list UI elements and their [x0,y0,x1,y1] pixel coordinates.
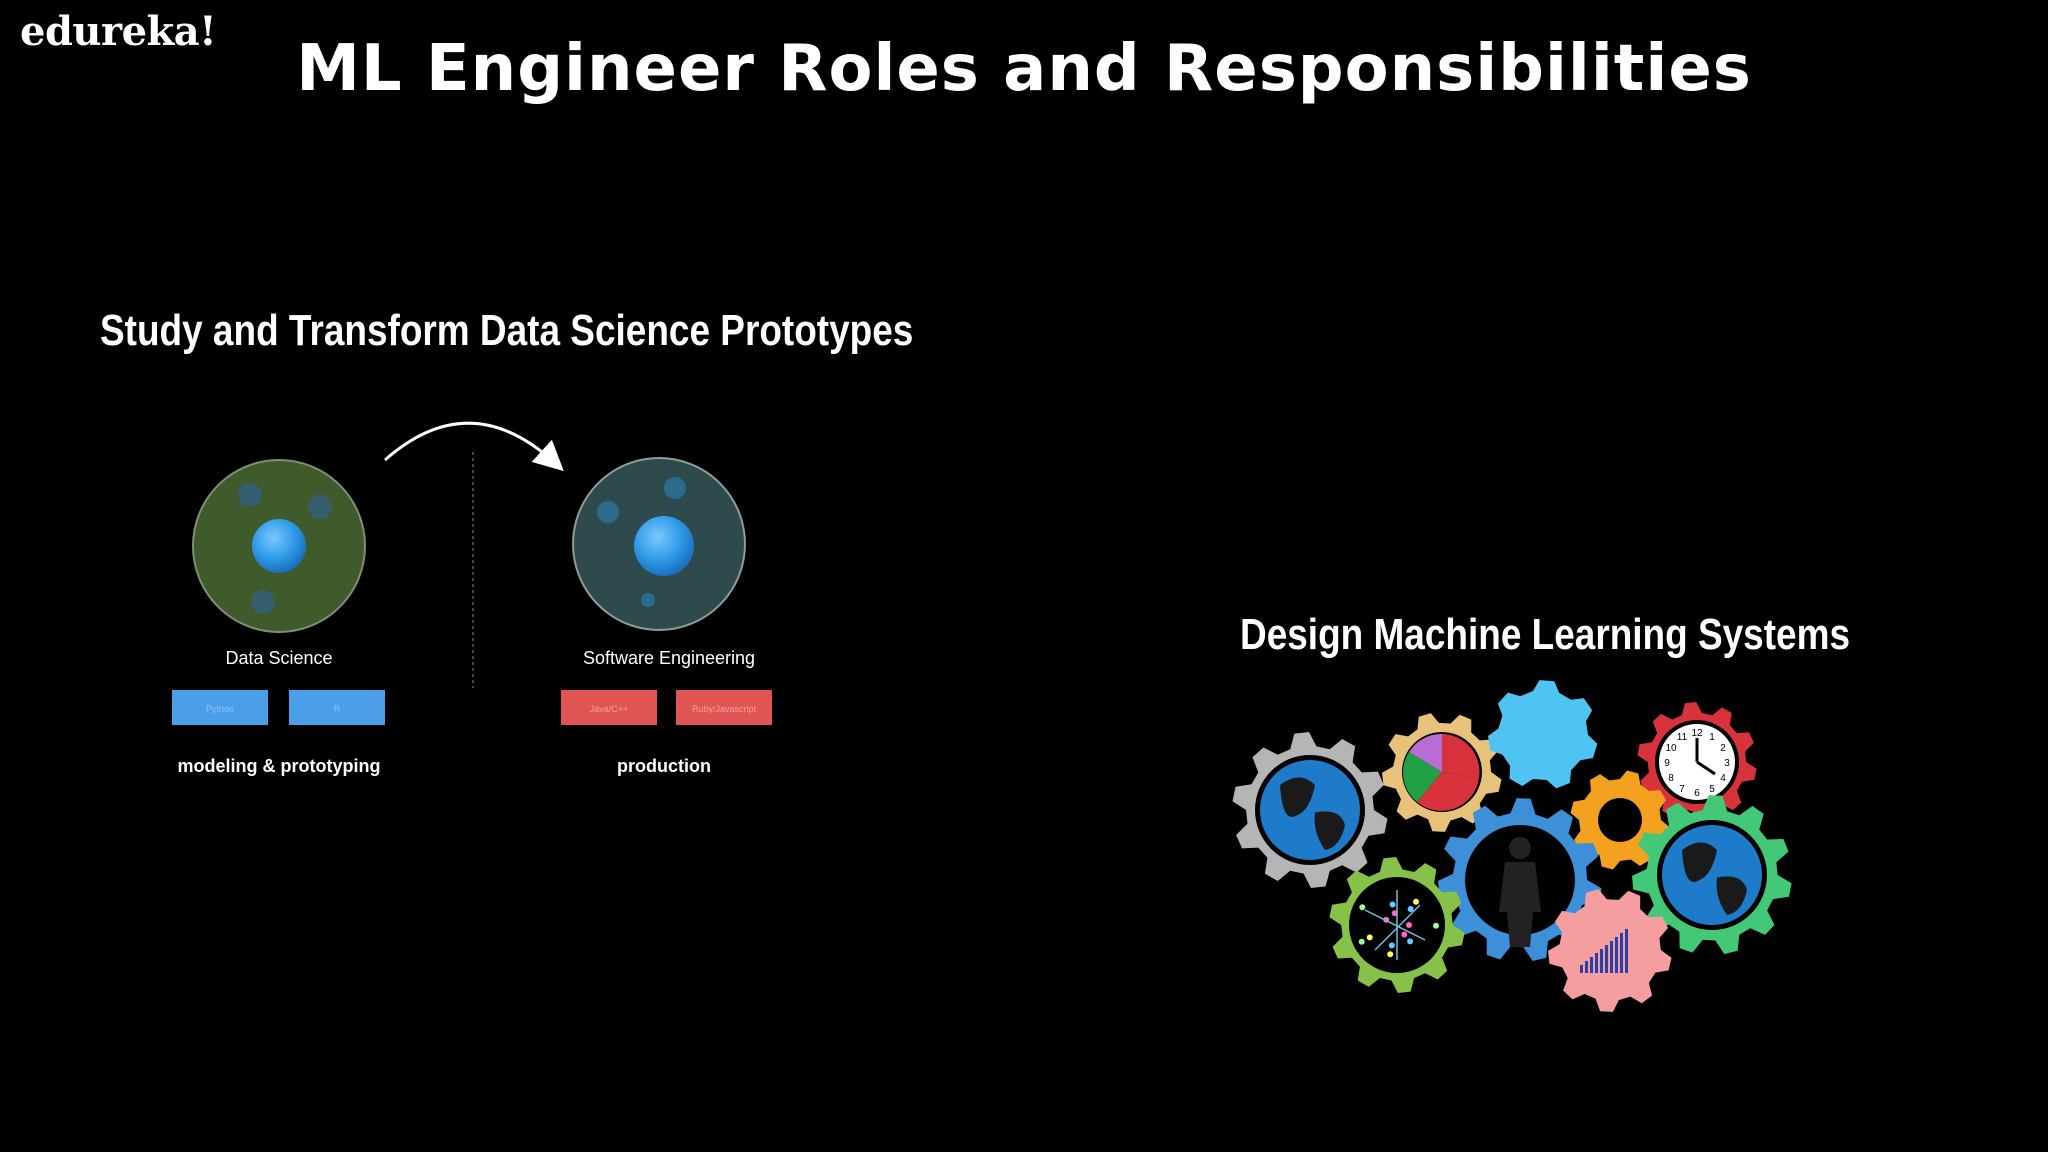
clock-numeral: 2 [1720,743,1726,754]
clock-numeral: 10 [1665,743,1677,754]
clock-numeral: 11 [1677,732,1688,743]
software-engineering-circle [572,457,746,631]
globe-gear-icon [1232,732,1388,888]
bar-chart-gear-icon [1548,889,1672,1012]
clock-numeral: 6 [1694,788,1700,799]
clock-numeral: 8 [1668,773,1674,784]
python-tag [172,690,268,725]
blue-gear-icon [1488,680,1598,789]
java-tag [561,690,657,725]
clock-numeral: 12 [1691,728,1703,739]
modeling-caption: modeling & prototyping [178,756,381,776]
data-science-circle [192,459,366,633]
edureka-logo: edureka! [20,8,217,55]
r-tag-label: R [334,704,341,714]
heading-ml-systems: Design Machine Learning Systems [1240,610,1851,659]
transform-arrow [384,421,564,472]
prototype-diagram: Data Science Software Engineering Python… [172,421,772,776]
clock-numeral: 5 [1709,784,1715,795]
clock-numeral: 3 [1724,758,1730,769]
pie-chart-gear-icon [1382,713,1502,832]
java-tag-label: Java/C++ [590,704,629,714]
clock-numeral: 1 [1709,732,1715,743]
heading-prototypes: Study and Transform Data Science Prototy… [100,306,914,355]
network-gear-icon [1329,857,1465,993]
clock-numeral: 7 [1679,784,1685,795]
ruby-tag-label: Ruby/Javascript [692,704,757,714]
python-tag-label: Python [206,704,234,714]
production-caption: production [617,756,711,776]
data-science-label: Data Science [225,648,332,668]
ruby-tag [676,690,772,725]
software-engineering-label: Software Engineering [583,648,755,668]
globe-green-gear-icon [1632,795,1792,955]
slide-title: ML Engineer Roles and Responsibilities [296,32,1752,106]
clock-numeral: 4 [1720,773,1726,784]
r-tag [289,690,385,725]
clock-numeral: 9 [1664,758,1670,769]
